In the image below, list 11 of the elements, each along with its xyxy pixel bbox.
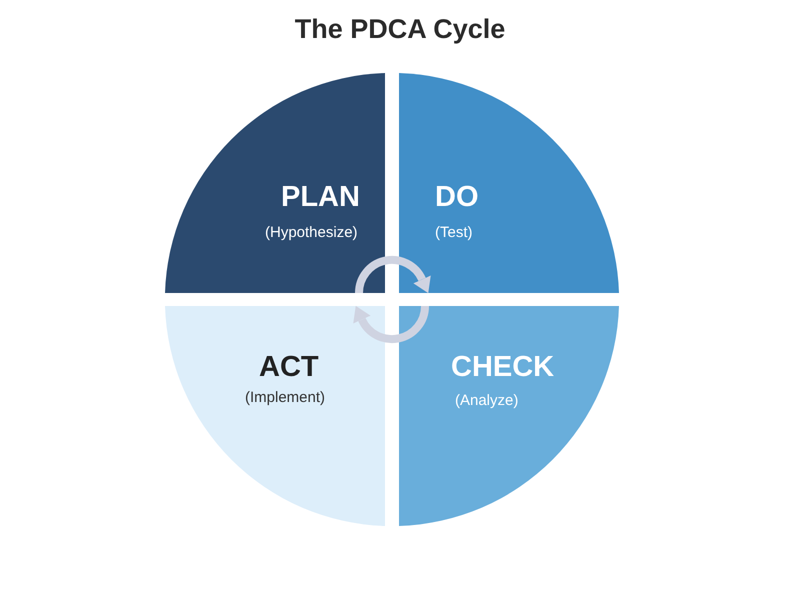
curved-arrow: [355, 256, 430, 294]
stage-subtitle: (Hypothesize): [265, 224, 358, 242]
stage-title: PLAN: [281, 181, 360, 214]
stage-subtitle: (Test): [435, 224, 472, 242]
stage-title: DO: [435, 181, 478, 214]
curved-arrow: [354, 306, 429, 344]
stage-title: CHECK: [451, 351, 554, 384]
stage-subtitle: (Implement): [245, 389, 326, 406]
stage-title: ACT: [259, 351, 319, 384]
stage-subtitle: (Analyze): [455, 392, 518, 410]
diagram-title: The PDCA Cycle: [294, 13, 506, 46]
